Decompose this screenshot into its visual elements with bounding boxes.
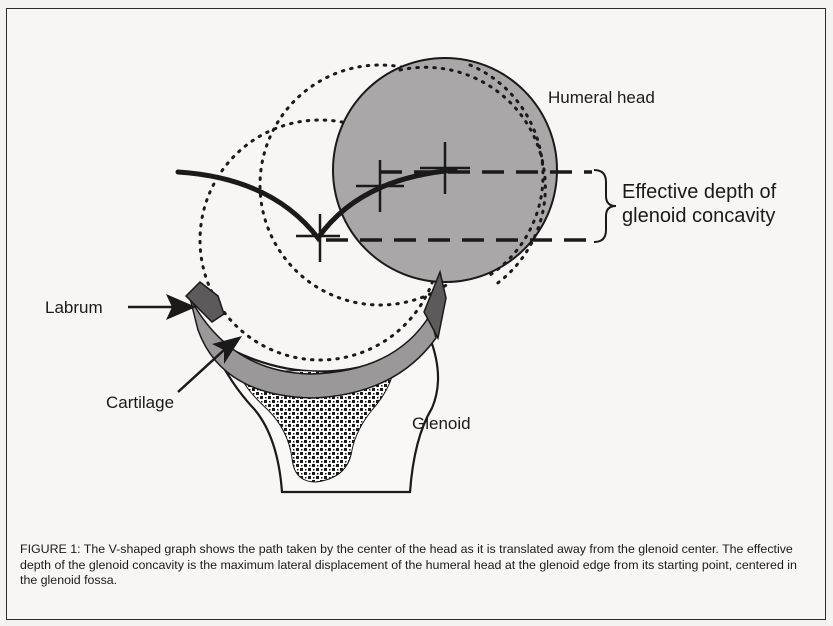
- depth-brace: [594, 170, 616, 242]
- labrum-arrow: [128, 294, 196, 320]
- figure-caption: FIGURE 1: The V-shaped graph shows the p…: [20, 542, 800, 589]
- humeral-head-label: Humeral head: [548, 88, 655, 108]
- cartilage-label: Cartilage: [106, 393, 174, 413]
- effective-depth-label: Effective depth of glenoid concavity: [622, 180, 776, 228]
- labrum-left: [186, 282, 224, 322]
- glenoid-label: Glenoid: [412, 414, 471, 434]
- effective-depth-line1: Effective depth of: [622, 180, 776, 204]
- labrum-label: Labrum: [45, 298, 103, 318]
- effective-depth-line2: glenoid concavity: [622, 204, 776, 228]
